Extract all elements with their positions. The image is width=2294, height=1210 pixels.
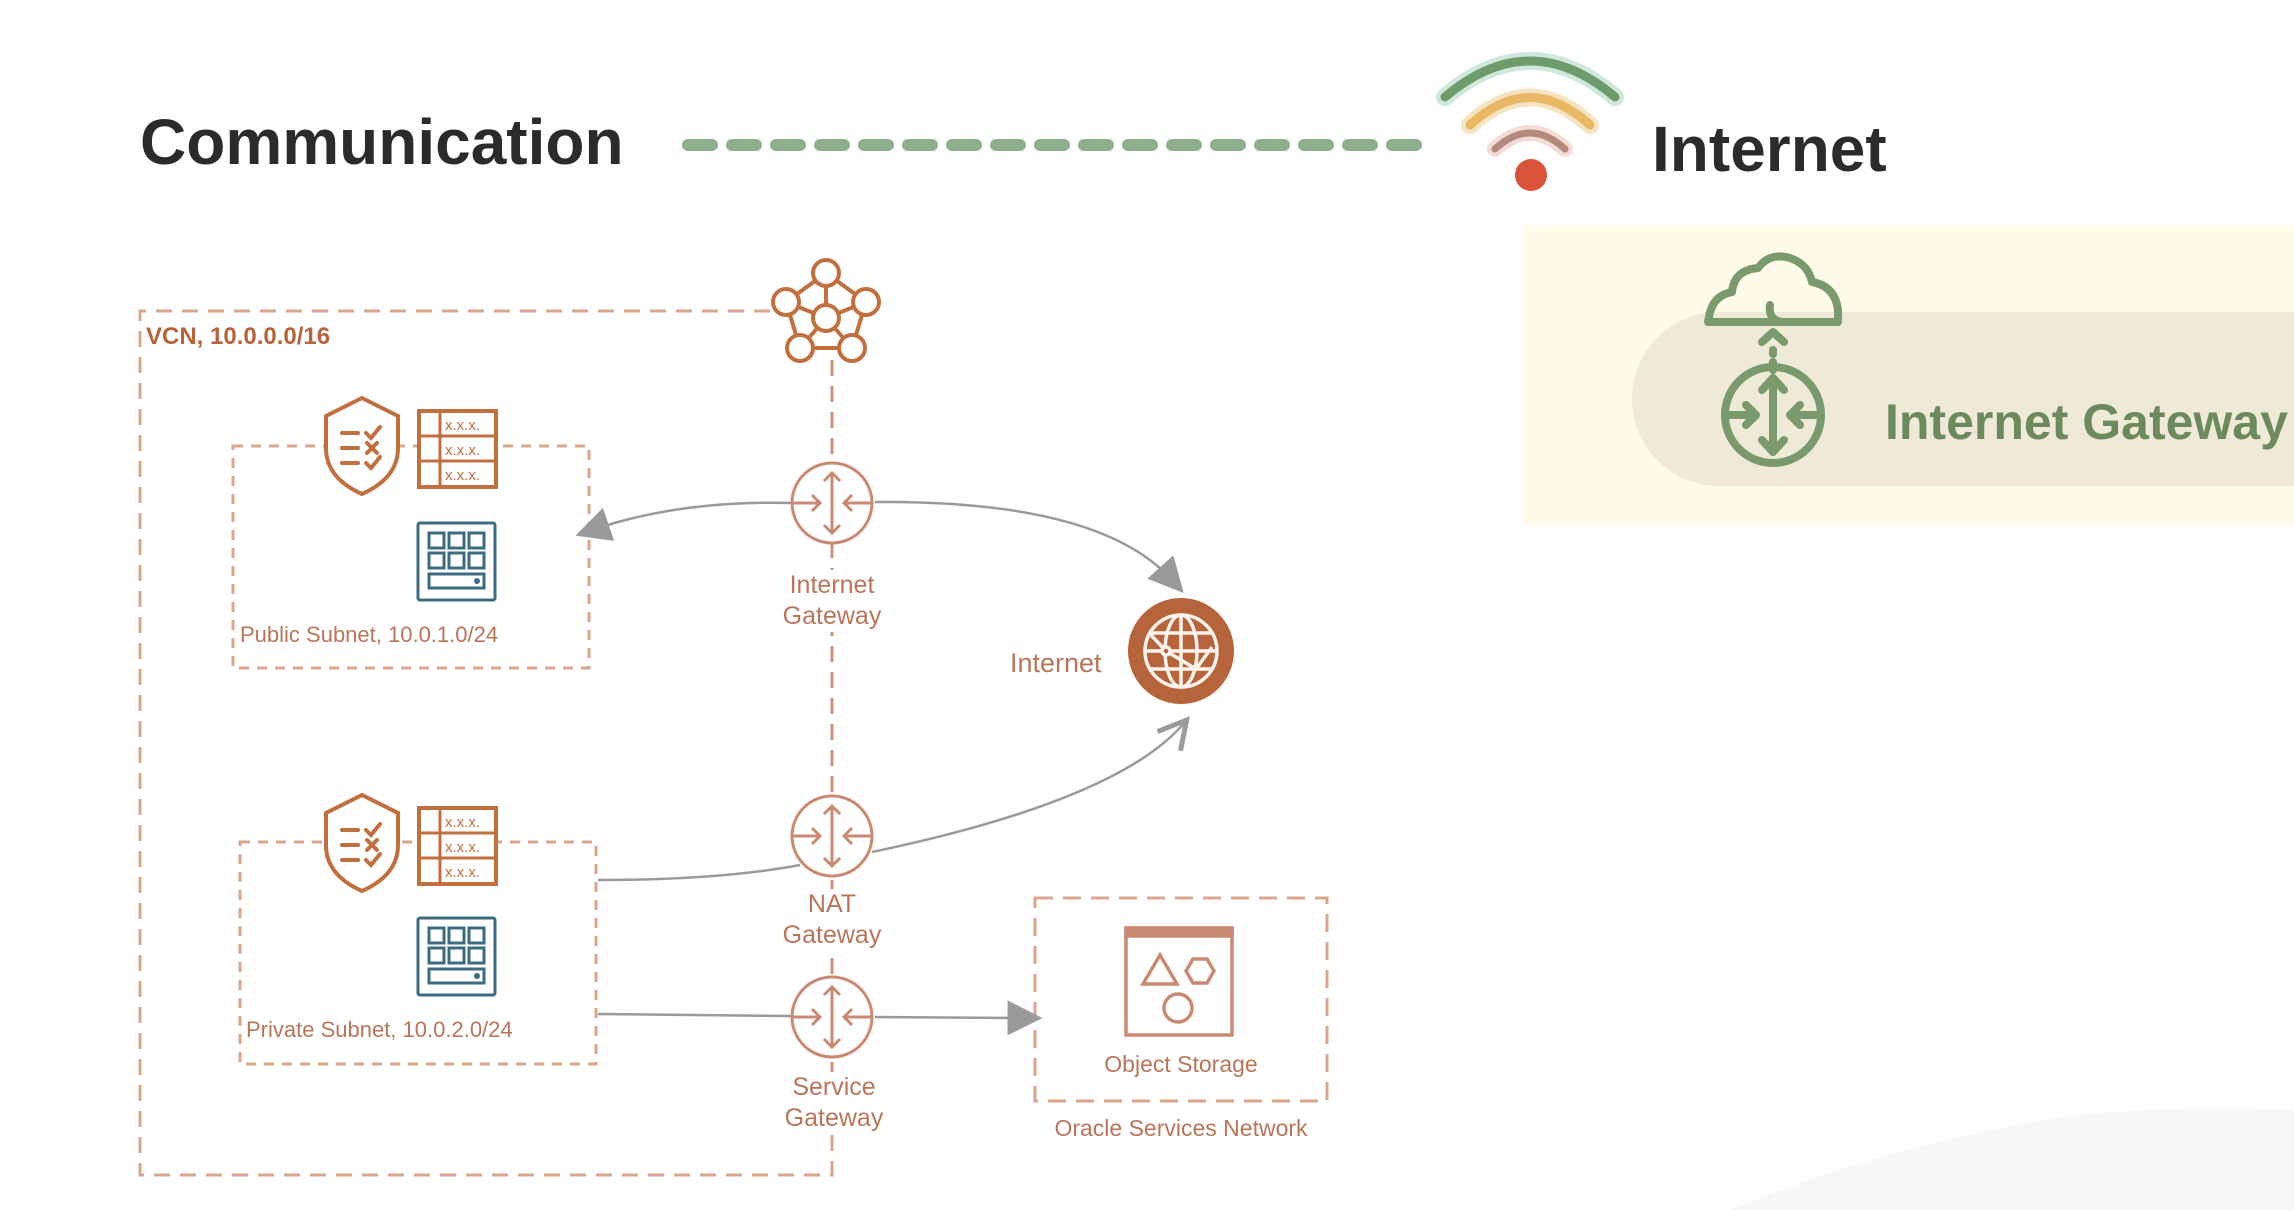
route-table-icon: x.x.x. x.x.x. x.x.x. bbox=[417, 806, 498, 886]
decorative-texture bbox=[1730, 1108, 2294, 1210]
route-row: x.x.x. bbox=[445, 864, 480, 881]
security-list-icon bbox=[324, 395, 400, 497]
private-subnet-boundary bbox=[238, 840, 598, 1066]
route-row: x.x.x. bbox=[445, 442, 480, 459]
internet-gateway-pill bbox=[1632, 312, 2294, 486]
route-table-icon: x.x.x. x.x.x. x.x.x. bbox=[417, 409, 498, 489]
internet-title: Internet bbox=[1652, 113, 1887, 185]
communication-title: Communication bbox=[140, 106, 624, 178]
internet-gateway-icon bbox=[790, 461, 874, 545]
igw-to-internet-arrow bbox=[874, 500, 1184, 593]
oracle-services-boundary bbox=[1033, 896, 1329, 1103]
route-row: x.x.x. bbox=[445, 417, 480, 434]
internet-globe-icon bbox=[1128, 598, 1234, 704]
private-to-sgw-line bbox=[597, 1012, 793, 1018]
oracle-services-label: Oracle Services Network bbox=[1054, 1115, 1308, 1141]
caption-line: Gateway bbox=[782, 602, 882, 630]
cloud-router-icon bbox=[1704, 252, 1842, 467]
vcn-boundary bbox=[138, 309, 834, 1177]
caption-line: Gateway bbox=[784, 1104, 884, 1132]
caption-line: Service bbox=[792, 1073, 876, 1101]
vcn-label: VCN, 10.0.0.0/16 bbox=[146, 323, 331, 350]
compute-instance-icon bbox=[416, 521, 497, 602]
nat-gateway-caption: NAT Gateway bbox=[762, 889, 902, 951]
vcn-hub-icon bbox=[771, 258, 881, 363]
caption-line: Gateway bbox=[782, 921, 882, 949]
caption-line: Internet bbox=[789, 571, 875, 599]
wifi-icon bbox=[1436, 52, 1624, 191]
internet-label: Internet bbox=[1010, 648, 1102, 678]
route-row: x.x.x. bbox=[445, 814, 480, 831]
sgw-to-storage-arrow bbox=[874, 1000, 1043, 1036]
public-subnet-label: Public Subnet, 10.0.1.0/24 bbox=[240, 622, 499, 647]
object-storage-label: Object Storage bbox=[1104, 1051, 1258, 1077]
security-list-icon bbox=[324, 792, 400, 894]
public-subnet-boundary bbox=[231, 444, 591, 670]
internet-gateway-caption: Internet Gateway bbox=[762, 570, 902, 632]
internet-gateway-label: Internet Gateway bbox=[1885, 394, 2288, 450]
route-row: x.x.x. bbox=[445, 839, 480, 856]
service-gateway-icon bbox=[790, 975, 874, 1059]
igw-to-public-arrow bbox=[575, 501, 793, 541]
nat-gateway-icon bbox=[790, 794, 874, 878]
compute-instance-icon bbox=[416, 916, 497, 997]
private-subnet-label: Private Subnet, 10.0.2.0/24 bbox=[246, 1017, 513, 1042]
private-to-nat-line bbox=[597, 863, 801, 882]
object-storage-icon bbox=[1124, 926, 1234, 1037]
route-row: x.x.x. bbox=[445, 467, 480, 484]
caption-line: NAT bbox=[807, 890, 857, 918]
nat-to-internet-arrow bbox=[871, 716, 1190, 854]
dashed-connector bbox=[682, 139, 1438, 151]
service-gateway-caption: Service Gateway bbox=[764, 1072, 904, 1134]
